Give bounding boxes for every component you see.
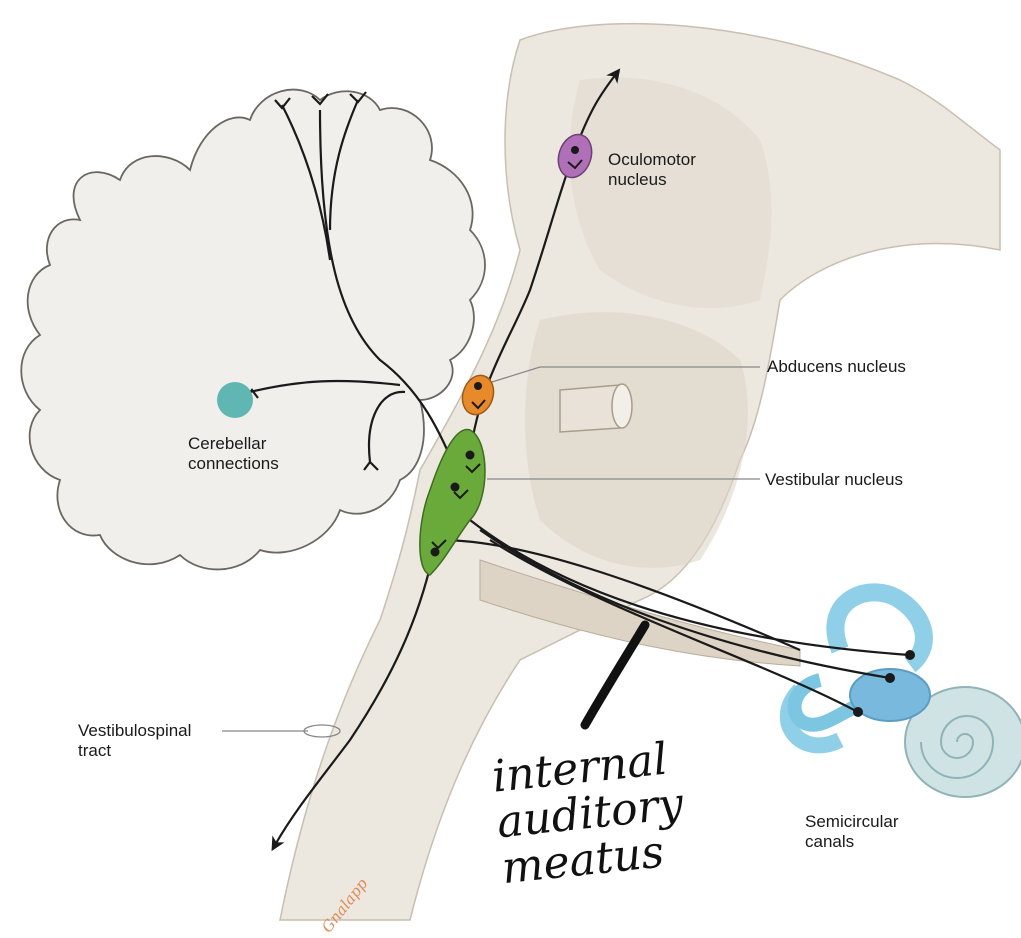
vestibulospinal-label: Vestibulospinal tract: [78, 721, 192, 760]
inner-ear: [779, 583, 1021, 798]
oculomotor-label: Oculomotor nucleus: [608, 150, 696, 189]
superior-canal: [826, 583, 933, 673]
pathways: [249, 68, 911, 852]
abducens-nucleus: [461, 374, 495, 416]
cochlea-spiral: [920, 715, 995, 779]
vestibular-nucleus-synapses: [430, 450, 481, 557]
path-cerebellar-branch-1: [281, 104, 332, 261]
path-vestibulospinal: [271, 544, 437, 852]
path-ear-3: [489, 539, 859, 713]
path-ear-4: [439, 538, 801, 652]
path-cerebellar-hook: [368, 390, 406, 463]
brainstem-shading: [569, 77, 772, 309]
path-cerebellar-node: [249, 379, 401, 394]
pen-stroke: [580, 620, 650, 730]
vestibule: [849, 668, 931, 722]
semicircular-label: Semicircular canals: [805, 812, 899, 851]
leader-lines: [222, 366, 760, 738]
cerebellar-label: Cerebellar connections: [188, 434, 279, 473]
terminal-dots: [853, 650, 915, 717]
path-cerebellar-main: [318, 109, 462, 481]
vestibular-label: Vestibular nucleus: [765, 470, 903, 489]
oculomotor-nucleus: [557, 133, 593, 179]
vestibular-nucleus: [419, 428, 486, 576]
cerebellar-node: [217, 382, 253, 418]
nerve-stub-end: [611, 383, 633, 429]
pons-shading: [525, 312, 748, 568]
path-cerebellar-branch-2: [328, 99, 360, 231]
cerebellar-terminals: [245, 91, 379, 471]
path-ear-2: [479, 529, 891, 680]
path-to-oculomotor: [468, 68, 621, 456]
abducens-label: Abducens nucleus: [767, 357, 906, 376]
handwritten-note: internal auditory meatus: [489, 733, 686, 895]
